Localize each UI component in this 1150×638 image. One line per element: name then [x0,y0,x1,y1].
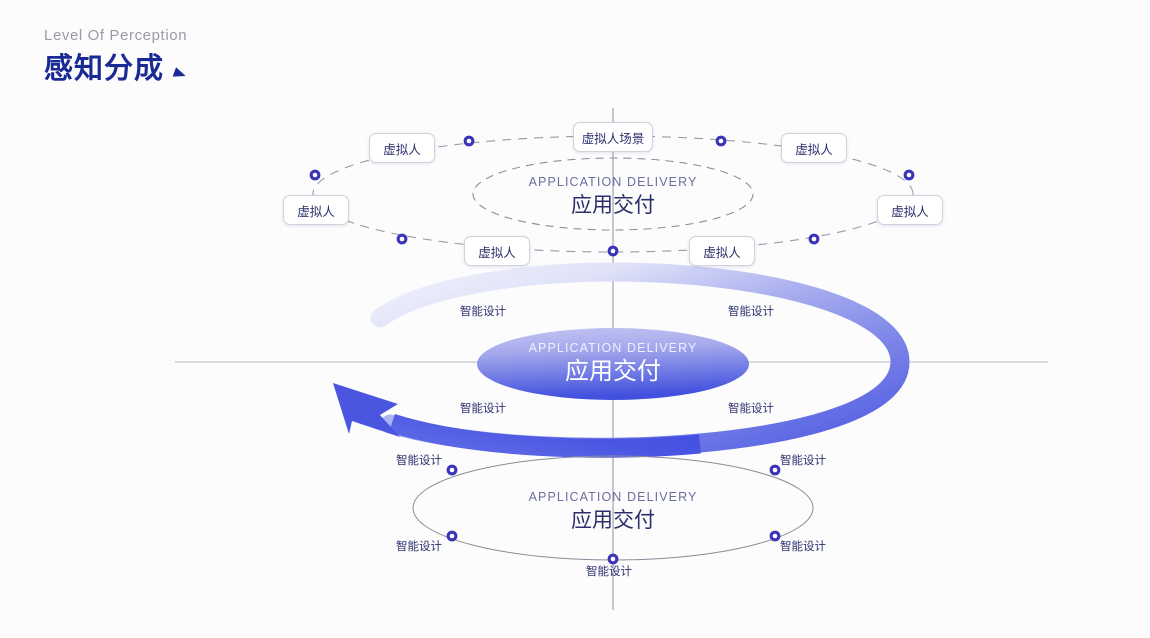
smart-design-label: 智能设计 [460,403,506,415]
ring-node-marker[interactable] [446,464,458,476]
spiral-band-solid [389,413,701,458]
smart-design-label: 智能设计 [728,306,774,318]
virtual-human-box[interactable]: 虚拟人 [877,195,943,225]
ring-node-marker[interactable] [808,233,820,245]
core-ellipse [477,328,749,400]
top-center-text: APPLICATION DELIVERY 应用交付 [529,176,698,216]
bottom-center-text: APPLICATION DELIVERY 应用交付 [529,491,698,531]
core-label-en: APPLICATION DELIVERY [528,341,698,355]
smart-design-label: 智能设计 [586,566,632,578]
ring-node-marker[interactable] [463,135,475,147]
top-center-label-en: APPLICATION DELIVERY [528,175,698,189]
virtual-human-box[interactable]: 虚拟人场景 [573,122,653,152]
ring-node-marker[interactable] [607,553,619,565]
node-marker-layer [309,135,915,565]
ring-node-marker[interactable] [607,245,619,257]
top-outer-dashed-ellipse [312,135,914,253]
virtual-human-box[interactable]: 虚拟人 [781,133,847,163]
virtual-human-box[interactable]: 虚拟人 [283,195,349,225]
bottom-center-label-en: APPLICATION DELIVERY [528,490,698,504]
page-title-row: 感知分成 [44,53,188,85]
top-center-label-cn: 应用交付 [571,193,655,217]
top-inner-dashed-ellipse [472,157,754,231]
virtual-human-box[interactable]: 虚拟人 [464,236,530,266]
virtual-human-box[interactable]: 虚拟人 [689,236,755,266]
spiral-arrow-head [333,383,400,437]
smart-design-label: 智能设计 [396,541,442,553]
ring-node-marker[interactable] [769,464,781,476]
smart-design-label: 智能设计 [780,455,826,467]
core-center-text: APPLICATION DELIVERY 应用交付 [529,342,698,384]
page-eyebrow: Level Of Perception [44,27,188,44]
smart-design-label: 智能设计 [396,455,442,467]
ring-node-marker[interactable] [309,169,321,181]
page-header: Level Of Perception 感知分成 [44,27,188,85]
virtual-human-box[interactable]: 虚拟人 [369,133,435,163]
ring-node-marker[interactable] [446,530,458,542]
core-label-cn: 应用交付 [565,357,661,385]
page-title: 感知分成 [44,53,165,85]
smart-design-label: 智能设计 [780,541,826,553]
ring-node-marker[interactable] [715,135,727,147]
top-ring-group [312,135,914,253]
ring-node-marker[interactable] [903,169,915,181]
bottom-center-label-cn: 应用交付 [571,508,655,532]
ring-node-marker[interactable] [396,233,408,245]
smart-design-label: 智能设计 [460,306,506,318]
smart-design-label: 智能设计 [728,403,774,415]
spiral-arrow [333,262,910,458]
ring-node-marker[interactable] [769,530,781,542]
